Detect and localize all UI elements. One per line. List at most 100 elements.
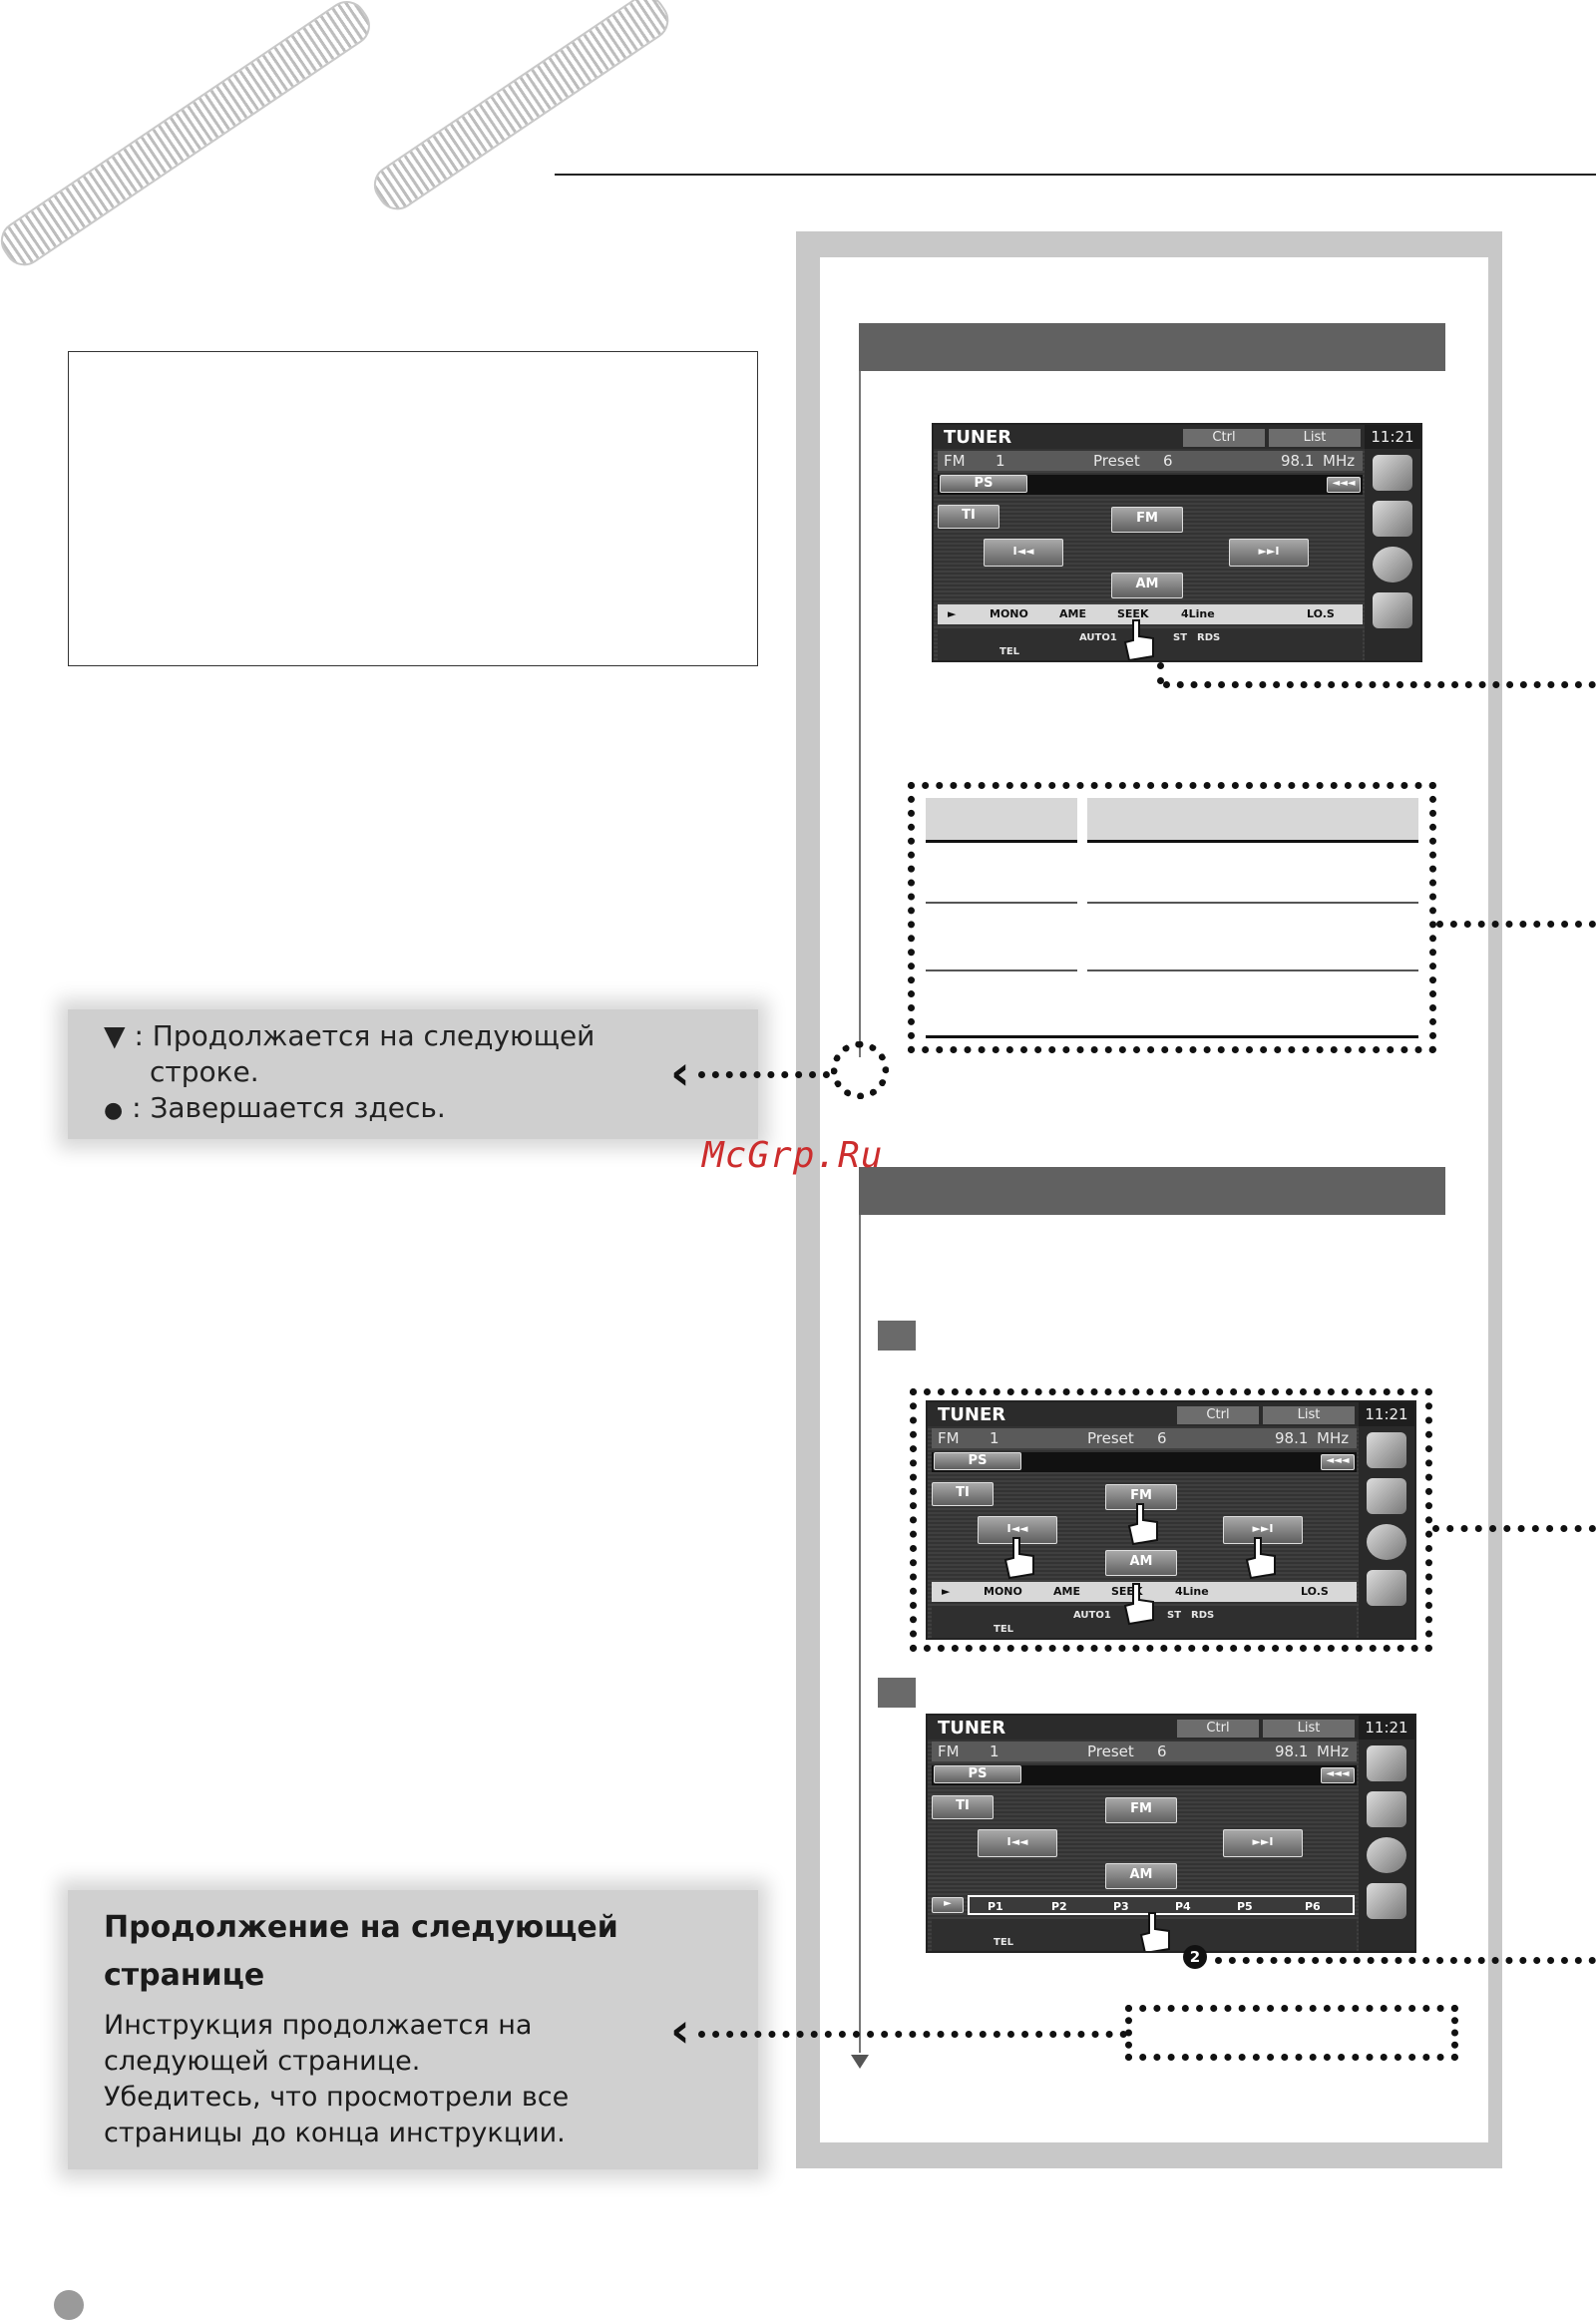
settings-icon[interactable]	[1373, 592, 1412, 628]
flow-arrow-icon	[851, 2055, 869, 2069]
tel-indicator: TEL	[994, 1624, 1014, 1635]
preset-2-button[interactable]: P2	[1051, 1900, 1067, 1913]
rewind-button[interactable]: ◄◄◄	[1321, 1454, 1355, 1470]
preset-4-button[interactable]: P4	[1175, 1900, 1191, 1913]
rds-indicator: RDS	[1197, 632, 1221, 643]
step-marker-1	[878, 1321, 916, 1351]
fm-button[interactable]: FM	[1105, 1797, 1177, 1823]
tab-list[interactable]: List	[1263, 1720, 1355, 1738]
legend-ends-text: : Завершается здесь.	[132, 1091, 446, 1124]
ame-button[interactable]: AME	[1059, 607, 1086, 620]
frequency-unit: MHz	[1317, 1429, 1350, 1447]
band: FM	[944, 452, 966, 470]
los-button[interactable]: LO.S	[1307, 607, 1335, 620]
tab-list[interactable]: List	[1263, 1406, 1355, 1424]
function-bar: ► MONO AME SEEK 4Line LO.S	[932, 1582, 1357, 1602]
music-icon[interactable]	[1373, 501, 1412, 537]
clock: 11:21	[1365, 425, 1420, 449]
legend-pointer-line	[698, 1071, 830, 1078]
disc-icon[interactable]	[1373, 547, 1412, 582]
tuner-title: TUNER	[944, 427, 1012, 448]
play-icon[interactable]: ►	[948, 607, 957, 620]
rewind-button[interactable]: ◄◄◄	[1327, 477, 1361, 493]
tel-indicator: TEL	[999, 646, 1020, 657]
preset-number: 6	[1157, 1429, 1167, 1447]
ps-button[interactable]: PS	[934, 1452, 1021, 1470]
grid-icon[interactable]	[1367, 1745, 1406, 1781]
mono-button[interactable]: MONO	[984, 1585, 1022, 1598]
band-number: 1	[990, 1742, 999, 1760]
page-number-dot	[54, 2290, 84, 2320]
continue-body-3: Убедитесь, что просмотрели все	[104, 2082, 570, 2113]
next-button[interactable]: ►►I	[1223, 1516, 1303, 1544]
note-placeholder-box	[1125, 2005, 1458, 2061]
tuner-screen-2: TUNER Ctrl List 11:21 FM 1 Preset 6 98.1…	[926, 1400, 1416, 1640]
preset-number: 6	[1163, 452, 1173, 470]
fm-button[interactable]: FM	[1111, 507, 1183, 533]
ti-button[interactable]: TI	[938, 505, 999, 529]
preset-6-button[interactable]: P6	[1305, 1900, 1321, 1913]
continue-note: Продолжение на следующей странице Инстру…	[68, 1890, 758, 2169]
step-marker-2	[878, 1678, 916, 1708]
music-icon[interactable]	[1367, 1791, 1406, 1827]
preset-5-button[interactable]: P5	[1237, 1900, 1253, 1913]
preset-1-button[interactable]: P1	[988, 1900, 1003, 1913]
legend-continues-text-2: строке.	[150, 1055, 259, 1088]
los-button[interactable]: LO.S	[1301, 1585, 1329, 1598]
preset-bar: P1 P2 P3 P4 P5 P6	[968, 1895, 1355, 1915]
preset-label: Preset	[1093, 452, 1140, 470]
tab-ctrl[interactable]: Ctrl	[1177, 1406, 1259, 1424]
section-bar-1	[859, 323, 1445, 371]
rewind-button[interactable]: ◄◄◄	[1321, 1767, 1355, 1783]
ps-button[interactable]: PS	[934, 1765, 1021, 1783]
pointing-hand-icon	[1127, 1502, 1161, 1546]
grid-icon[interactable]	[1373, 455, 1412, 491]
filled-circle-icon: ●	[104, 1098, 124, 1123]
fourline-button[interactable]: 4Line	[1181, 607, 1215, 620]
music-icon[interactable]	[1367, 1478, 1406, 1514]
continue-title-2: странице	[104, 1958, 265, 1993]
end-marker	[831, 1041, 889, 1099]
disc-icon[interactable]	[1367, 1837, 1406, 1873]
settings-icon[interactable]	[1367, 1883, 1406, 1919]
seek-button[interactable]: SEEK	[1117, 607, 1149, 620]
prev-button[interactable]: I◄◄	[978, 1829, 1057, 1857]
next-button[interactable]: ►►I	[1229, 539, 1309, 567]
st-indicator: ST	[1167, 1610, 1182, 1621]
frequency-unit: MHz	[1317, 1742, 1350, 1760]
ps-button[interactable]: PS	[940, 475, 1027, 493]
am-button[interactable]: AM	[1111, 573, 1183, 598]
play-button[interactable]: ►	[932, 1897, 964, 1913]
callout-line-1-v	[1157, 662, 1164, 684]
tab-list[interactable]: List	[1269, 429, 1361, 447]
tuner-screen-1: TUNER Ctrl List 11:21 FM 1 Preset 6 98.1…	[932, 423, 1422, 662]
disc-icon[interactable]	[1367, 1524, 1406, 1560]
settings-icon[interactable]	[1367, 1570, 1406, 1606]
tuner-title: TUNER	[938, 1718, 1006, 1739]
continue-body-1: Инструкция продолжается на	[104, 2010, 533, 2041]
fourline-button[interactable]: 4Line	[1175, 1585, 1209, 1598]
callout-line-3	[1432, 1525, 1596, 1532]
table-row-divider	[926, 902, 1077, 904]
preset-3-button[interactable]: P3	[1113, 1900, 1129, 1913]
band-number: 1	[996, 452, 1005, 470]
am-button[interactable]: AM	[1105, 1550, 1177, 1576]
table-header-col1	[926, 798, 1077, 843]
mono-button[interactable]: MONO	[990, 607, 1028, 620]
play-icon[interactable]: ►	[942, 1585, 951, 1598]
left-arrow-icon: ‹	[670, 1045, 690, 1101]
tab-ctrl[interactable]: Ctrl	[1183, 429, 1265, 447]
table-bottom-rule	[926, 1035, 1418, 1038]
grid-icon[interactable]	[1367, 1432, 1406, 1468]
ame-button[interactable]: AME	[1053, 1585, 1080, 1598]
band: FM	[938, 1429, 960, 1447]
tab-ctrl[interactable]: Ctrl	[1177, 1720, 1259, 1738]
next-button[interactable]: ►►I	[1223, 1829, 1303, 1857]
step-2-badge: 2	[1183, 1945, 1207, 1969]
prev-button[interactable]: I◄◄	[984, 539, 1063, 567]
continue-body-4: страницы до конца инструкции.	[104, 2118, 566, 2148]
ti-button[interactable]: TI	[932, 1795, 994, 1819]
decorative-stripe	[366, 0, 677, 218]
am-button[interactable]: AM	[1105, 1863, 1177, 1889]
ti-button[interactable]: TI	[932, 1482, 994, 1506]
